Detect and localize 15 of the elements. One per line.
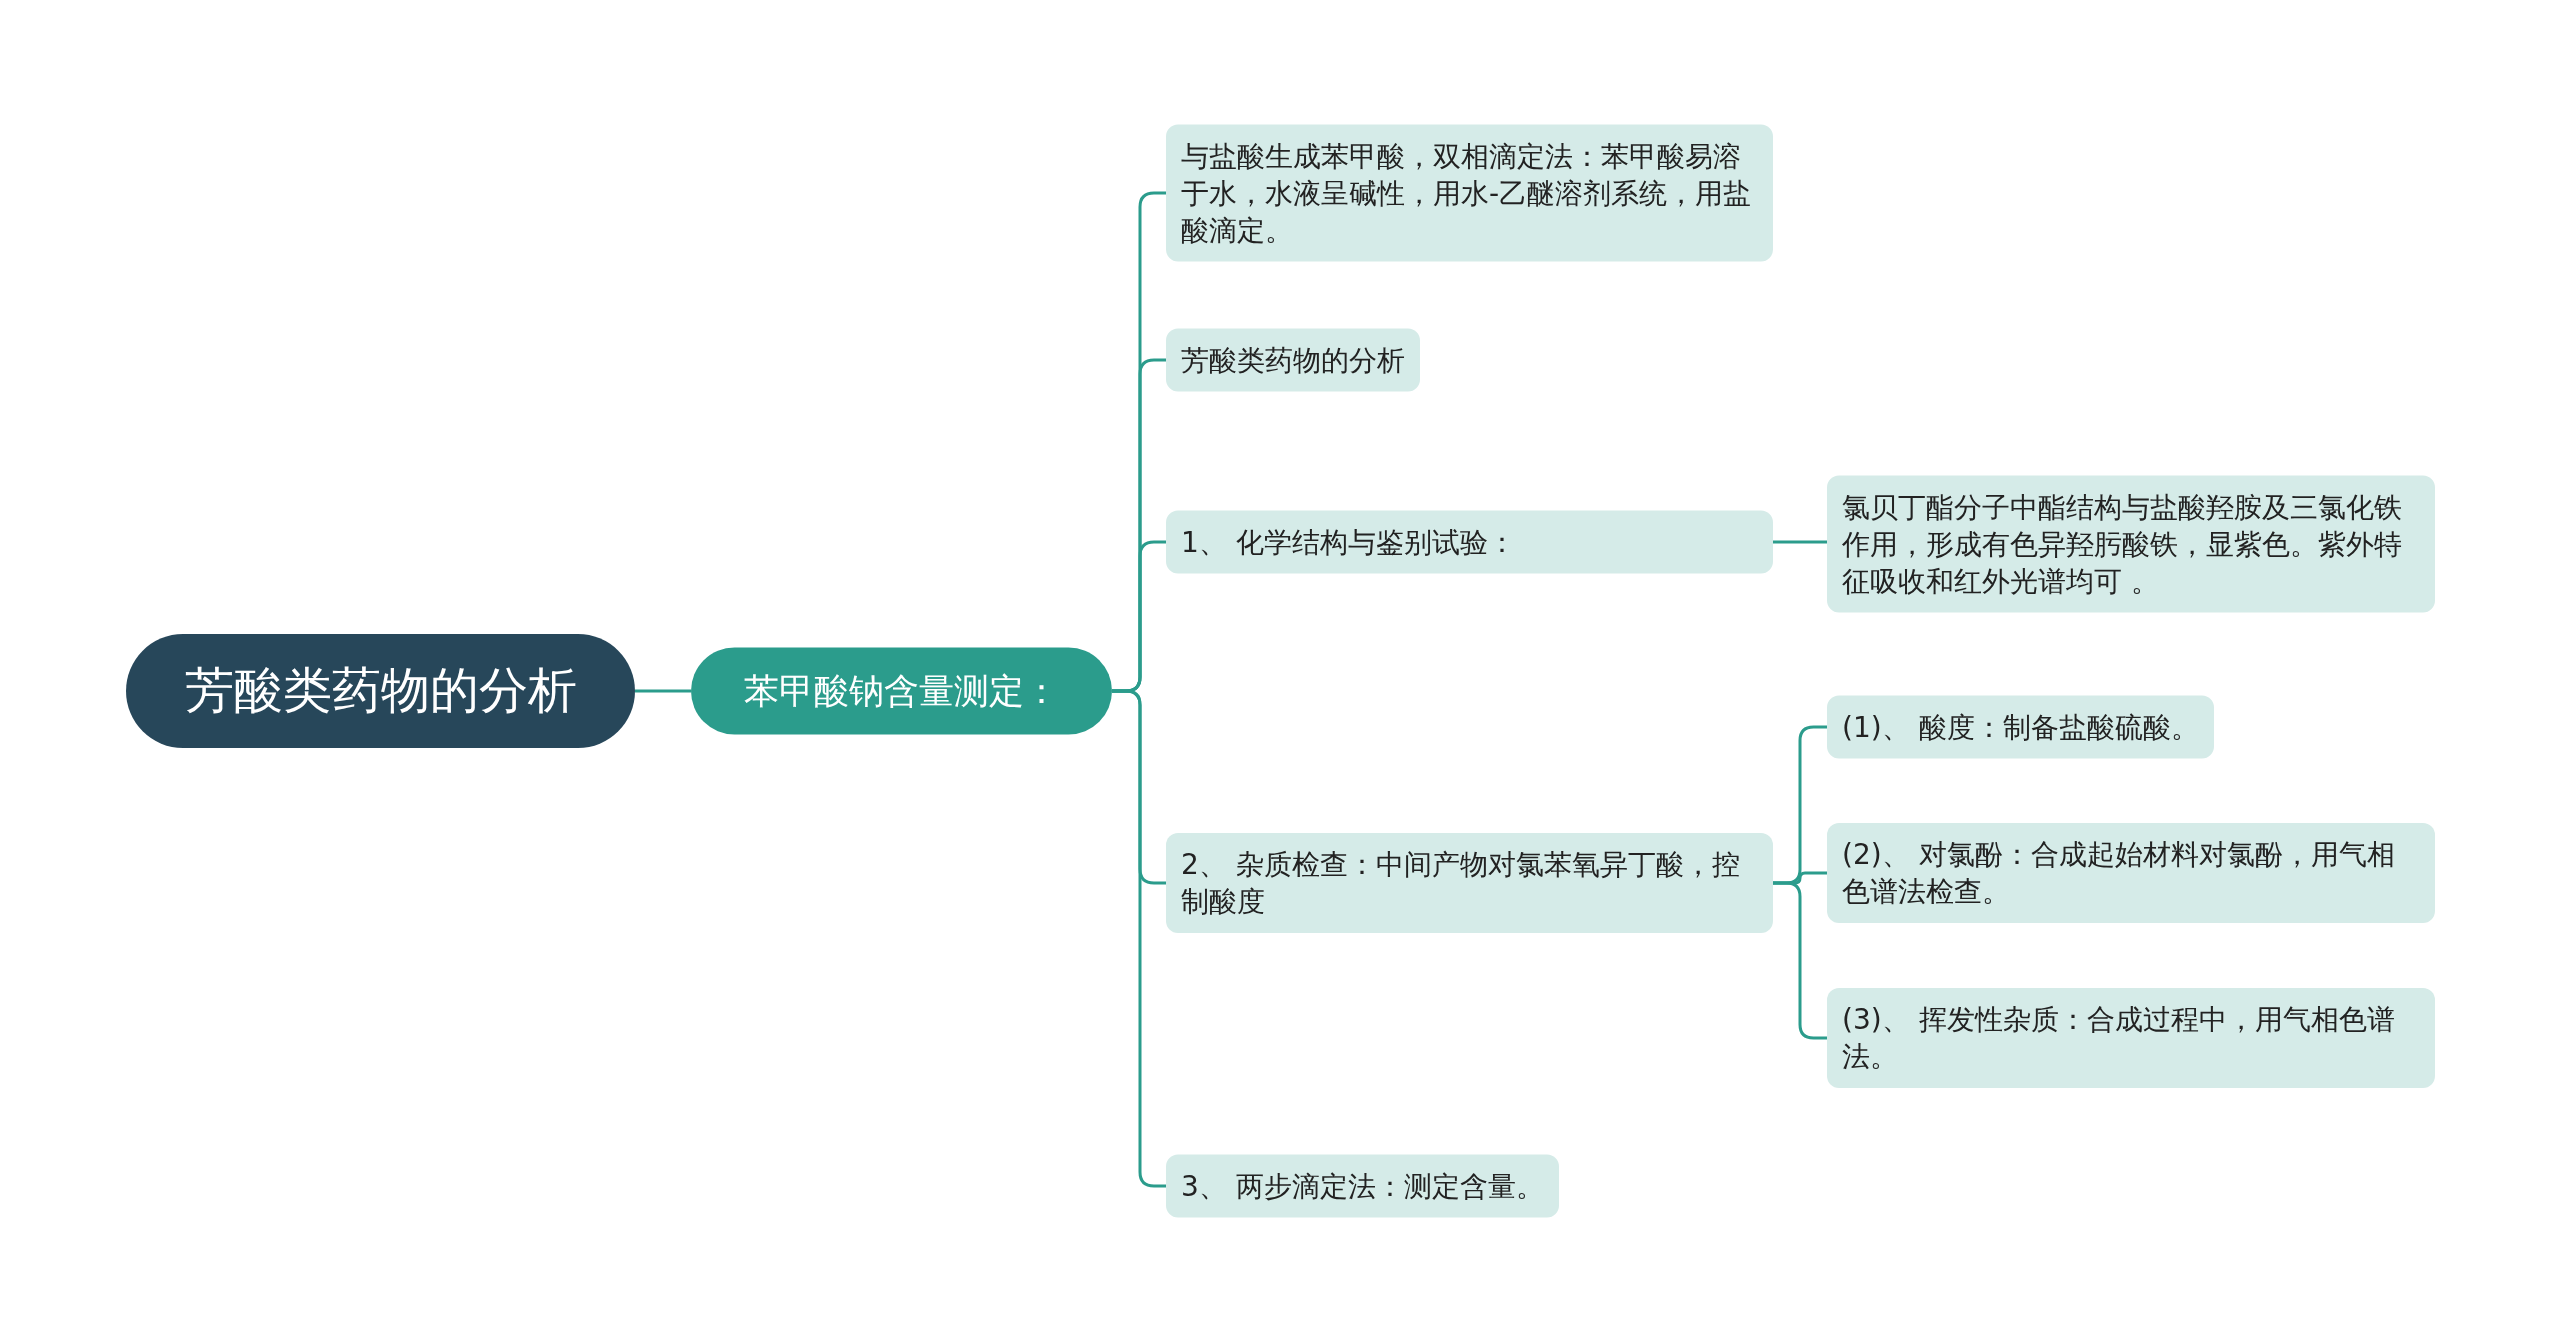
topic-box: (2)、 对氯酚：合成起始材料对氯酚，用气相色谱法检查。 — [1827, 823, 2435, 923]
connector-line — [635, 689, 691, 693]
topic-box: (1)、 酸度：制备盐酸硫酸。 — [1827, 695, 2214, 759]
topic-box: 1、 化学结构与鉴别试验： — [1166, 510, 1773, 574]
topic-box: 3、 两步滴定法：测定含量。 — [1166, 1154, 1559, 1218]
topic-box: 芳酸类药物的分析 — [1166, 328, 1420, 392]
topic-box: 氯贝丁酯分子中酯结构与盐酸羟胺及三氯化铁作用，形成有色异羟肟酸铁，显紫色。紫外特征吸收和红外光谱均可 。 — [1827, 475, 2435, 613]
connector-line — [1112, 689, 1166, 1188]
topic-box: 与盐酸生成苯甲酸，双相滴定法：苯甲酸易溶于水，水液呈碱性，用水-乙醚溶剂系统，用盐酸滴定。 — [1166, 124, 1773, 262]
main-topic: 苯甲酸钠含量测定： — [691, 647, 1112, 735]
connector-line — [1773, 881, 1827, 1040]
topic-box: (3)、 挥发性杂质：合成过程中，用气相色谱法。 — [1827, 988, 2435, 1088]
root-topic: 芳酸类药物的分析 — [126, 634, 635, 748]
connector-line — [1773, 540, 1827, 544]
topic-box: 2、 杂质检查：中间产物对氯苯氧异丁酸，控制酸度 — [1166, 833, 1773, 933]
